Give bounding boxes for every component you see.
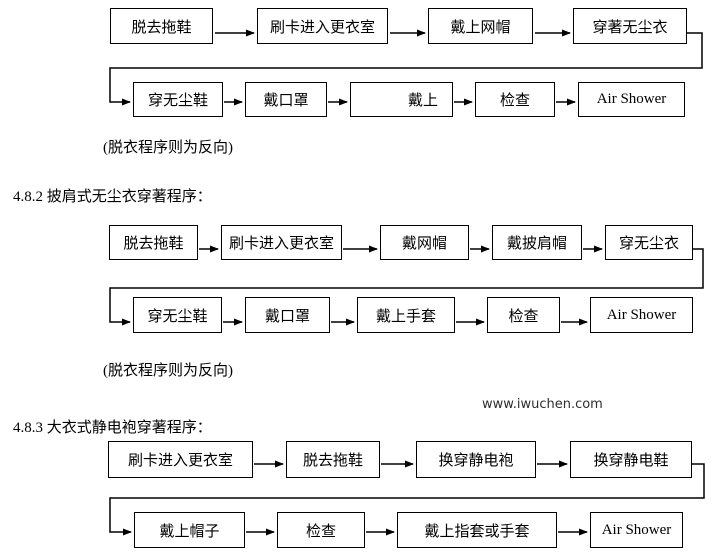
flowchart-step: Air Shower: [590, 512, 683, 548]
flowchart-step: 脱去拖鞋: [110, 8, 213, 44]
flowchart-step: Air Shower: [590, 297, 693, 333]
flowchart-step: 脱去拖鞋: [109, 225, 198, 260]
flowchart-step: 戴网帽: [380, 225, 469, 260]
flowchart-step: 穿无尘鞋: [133, 297, 222, 333]
flowchart-step: 戴上网帽: [428, 8, 533, 44]
flowchart-step: 戴上帽子: [134, 512, 245, 548]
flowchart-step: 穿无尘衣: [605, 225, 693, 260]
section-heading-482: 4.8.2 披肩式无尘衣穿著程序：: [13, 189, 212, 205]
reverse-procedure-note: (脱衣程序则为反向): [103, 140, 233, 156]
flowchart-step: 穿著无尘衣: [573, 8, 687, 44]
flowchart-step: 戴上: [350, 82, 453, 117]
flowchart-step: 戴披肩帽: [492, 225, 582, 260]
flowchart-step: 脱去拖鞋: [286, 441, 380, 478]
flowchart-step: 换穿静电鞋: [570, 441, 692, 478]
flowchart-step: 刷卡进入更衣室: [257, 8, 388, 44]
flowchart-step: 换穿静电袍: [416, 441, 536, 478]
flowchart-step: 穿无尘鞋: [133, 82, 223, 117]
section-heading-483: 4.8.3 大衣式静电袍穿著程序：: [13, 420, 212, 436]
flowchart-step: 戴口罩: [245, 82, 327, 117]
flowchart-step: 戴口罩: [245, 297, 330, 333]
flowchart-step: 检查: [475, 82, 555, 117]
flowchart-step: Air Shower: [578, 82, 685, 117]
flowchart-step: 刷卡进入更衣室: [221, 225, 342, 260]
flowchart-step: 刷卡进入更衣室: [108, 441, 253, 478]
watermark-url: www.iwuchen.com: [482, 397, 603, 412]
reverse-procedure-note: (脱衣程序则为反向): [103, 363, 233, 379]
flowchart-step: 检查: [487, 297, 560, 333]
flowchart-step: 检查: [277, 512, 365, 548]
flowchart-step: 戴上指套或手套: [397, 512, 557, 548]
flowchart-step: 戴上手套: [357, 297, 455, 333]
